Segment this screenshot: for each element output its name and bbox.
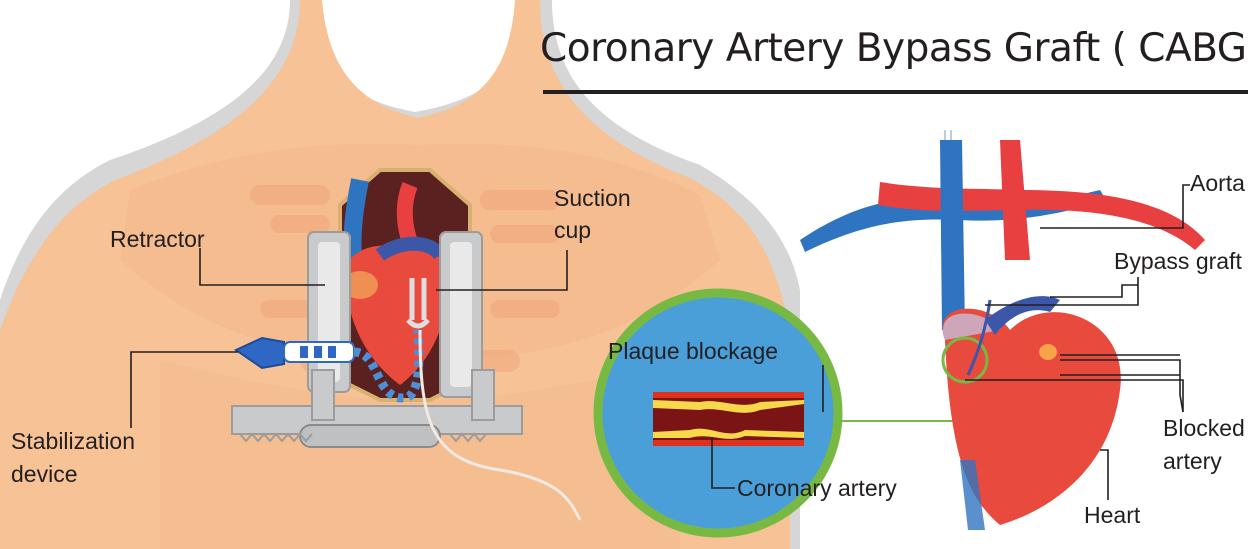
label-heart: Heart bbox=[1084, 500, 1140, 531]
label-suction-cup-line1: Suction bbox=[554, 183, 631, 214]
label-blocked-line2: artery bbox=[1163, 446, 1222, 477]
label-bypass-graft: Bypass graft bbox=[1114, 246, 1242, 277]
aorta-trunk-blue bbox=[940, 140, 965, 330]
label-aorta: Aorta bbox=[1190, 168, 1245, 199]
label-plaque-blockage: Plaque blockage bbox=[608, 336, 778, 367]
heart-diagram bbox=[800, 130, 1205, 530]
label-blocked-line1: Blocked bbox=[1163, 413, 1245, 444]
page-title: Coronary Artery Bypass Graft ( CABG ) bbox=[540, 26, 1260, 71]
label-coronary-artery: Coronary artery bbox=[737, 473, 897, 504]
label-suction-cup-line2: cup bbox=[554, 215, 591, 246]
blockage-spot bbox=[1039, 344, 1057, 360]
label-stabilization-line1: Stabilization bbox=[11, 426, 135, 457]
retractor-crank bbox=[300, 425, 440, 447]
label-retractor: Retractor bbox=[110, 224, 205, 255]
label-stabilization-line2: device bbox=[11, 459, 77, 490]
title-underline bbox=[543, 90, 1248, 94]
